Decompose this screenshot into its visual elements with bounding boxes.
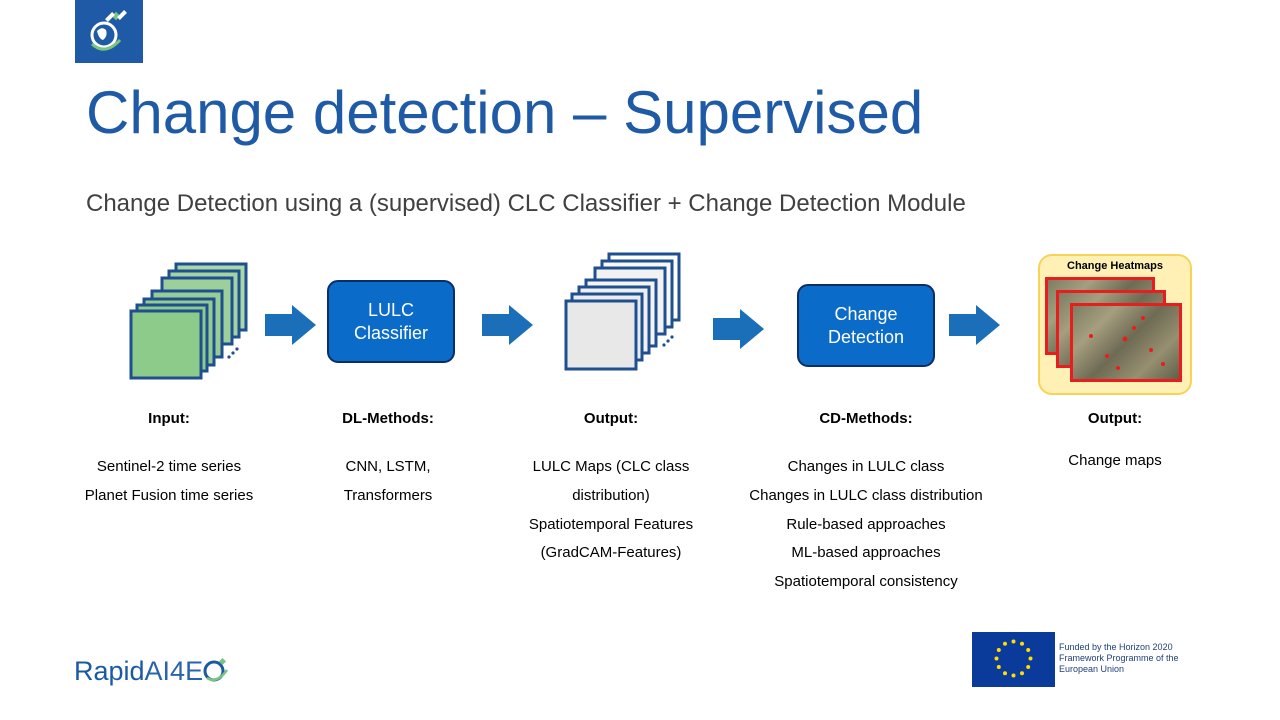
rapidai4eo-logo: RapidAI4E bbox=[74, 656, 229, 687]
eu-funding-text: Funded by the Horizon 2020 Framework Pro… bbox=[1059, 642, 1199, 675]
globe-satellite-icon bbox=[90, 10, 127, 51]
pipeline-diagram bbox=[129, 252, 1000, 380]
column-line: Spatiotemporal consistency bbox=[774, 573, 958, 591]
classifier-label-line-1: LULC bbox=[367, 299, 414, 320]
column-cd-methods: CD-Methods: Changes in LULC class Change… bbox=[736, 410, 996, 597]
column-header: Input: bbox=[148, 410, 190, 427]
column-dl-methods: DL-Methods: CNN, LSTM, Transformers bbox=[258, 410, 518, 511]
column-header: CD-Methods: bbox=[819, 410, 913, 427]
column-line: ML-based approaches bbox=[791, 544, 941, 562]
column-output-change-maps: Output: Change maps bbox=[985, 410, 1245, 476]
column-line: Transformers bbox=[343, 486, 433, 504]
heatmap-image-3 bbox=[1070, 303, 1182, 382]
column-line: Changes in LULC class bbox=[787, 458, 945, 475]
flow-arrow-3 bbox=[713, 309, 764, 349]
input-image-stack bbox=[129, 262, 248, 380]
brand-suffix: AI4E bbox=[144, 656, 204, 686]
organization-logo bbox=[75, 0, 143, 63]
slide-subtitle: Change Detection using a (supervised) CL… bbox=[86, 190, 966, 217]
eu-flag bbox=[972, 632, 1055, 687]
detection-label-line-1: Change bbox=[834, 303, 898, 324]
brand-globe-icon bbox=[203, 657, 229, 682]
column-input: Input: Sentinel-2 time series Planet Fus… bbox=[39, 410, 299, 511]
column-line: distribution) bbox=[572, 486, 650, 504]
column-line: (GradCAM-Features) bbox=[540, 544, 682, 562]
column-line: Rule-based approaches bbox=[786, 515, 946, 533]
column-line: Planet Fusion time series bbox=[84, 486, 254, 504]
eu-text-line-1: Funded by the Horizon 2020 bbox=[1059, 642, 1173, 652]
flow-arrow-2 bbox=[482, 305, 533, 345]
eu-stars-icon bbox=[994, 639, 1033, 678]
column-line: CNN, LSTM, bbox=[345, 458, 431, 475]
column-header: Output: bbox=[1087, 410, 1143, 427]
column-header: DL-Methods: bbox=[342, 410, 434, 427]
column-line: Changes in LULC class distribution bbox=[749, 486, 983, 504]
change-detection-box: Change Detection bbox=[797, 284, 935, 367]
eu-text-line-3: European Union bbox=[1059, 664, 1125, 674]
heatmaps-title: Change Heatmaps bbox=[1067, 260, 1163, 272]
column-header: Output: bbox=[583, 410, 639, 427]
slide-title: Change detection – Supervised bbox=[86, 79, 924, 146]
column-output-features: Output: LULC Maps (CLC class distributio… bbox=[481, 410, 741, 568]
output-feature-stack bbox=[564, 252, 681, 371]
column-line: Sentinel-2 time series bbox=[96, 458, 242, 475]
classifier-label-line-2: Classifier bbox=[353, 322, 428, 343]
change-hotspots bbox=[1089, 316, 1165, 370]
column-line: LULC Maps (CLC class bbox=[532, 458, 690, 475]
brand-prefix: Rapid bbox=[74, 656, 145, 686]
flow-arrow-1 bbox=[265, 305, 316, 345]
detection-label-line-2: Detection bbox=[827, 326, 905, 347]
eu-text-line-2: Framework Programme of the bbox=[1059, 653, 1179, 663]
column-line: Change maps bbox=[1068, 452, 1162, 469]
flow-arrow-4 bbox=[949, 305, 1000, 345]
lulc-classifier-box: LULC Classifier bbox=[327, 280, 455, 363]
column-line: Spatiotemporal Features bbox=[528, 515, 694, 533]
